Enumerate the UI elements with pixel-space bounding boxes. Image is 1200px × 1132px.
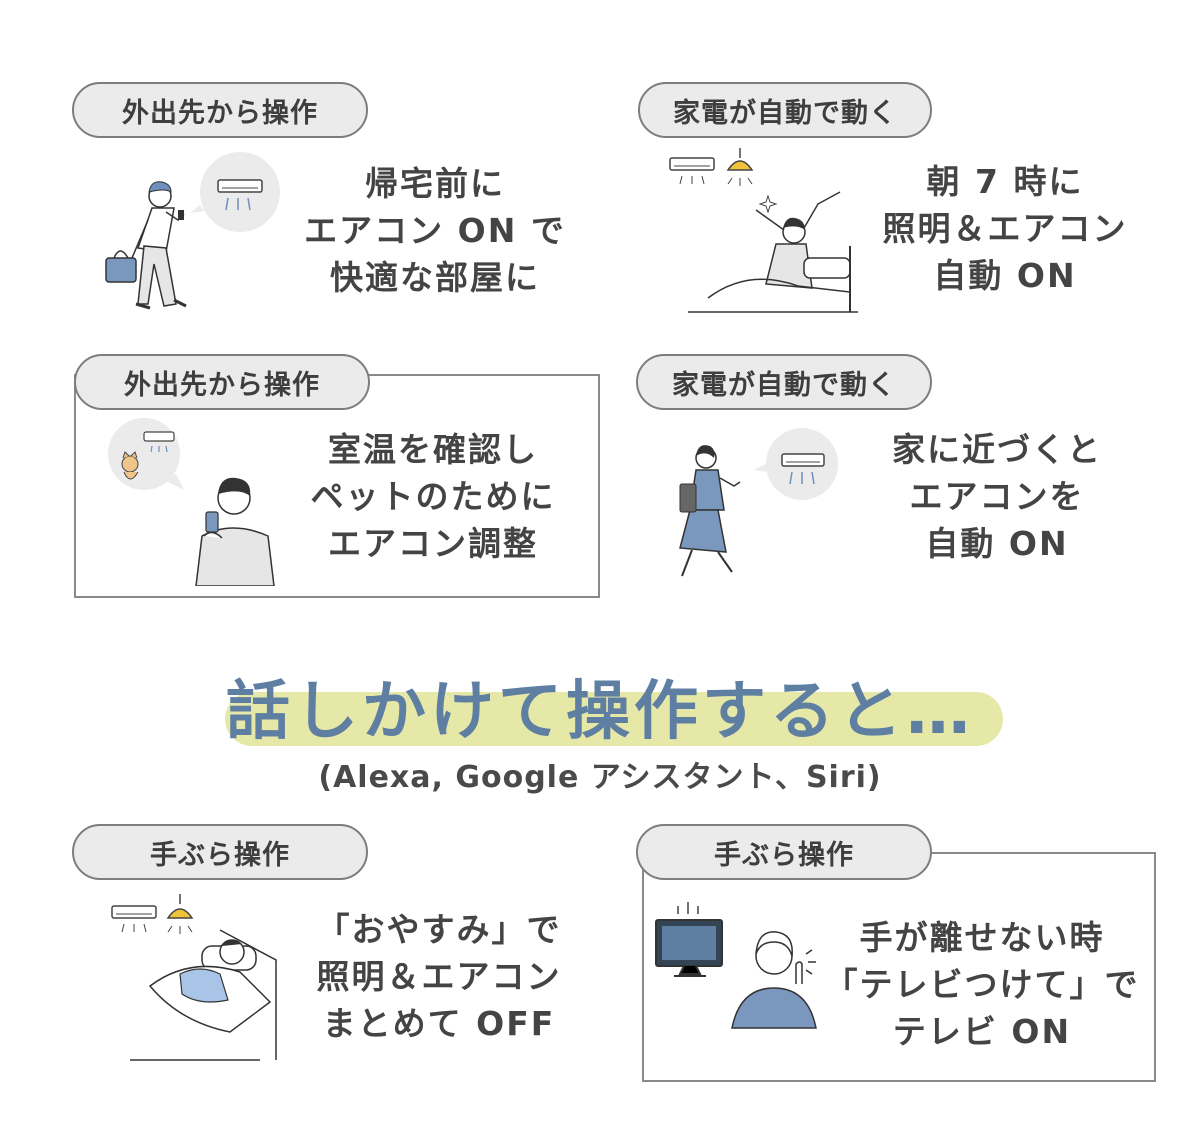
- card-pet-aircon: 外出先から操作 室温を確認し ペットのために エアコン調整: [0, 340, 600, 610]
- category-tag: 外出先から操作: [72, 82, 368, 138]
- card-description: 帰宅前に エアコン ON で 快適な部屋に: [304, 164, 566, 297]
- voice-headline: 話しかけて操作すると…: [0, 660, 1200, 760]
- category-tag: 外出先から操作: [74, 354, 370, 410]
- card-remote-aircon: 外出先から操作 帰宅前に エアコン ON で 快適な部屋に: [0, 0, 600, 330]
- card-auto-morning: 家電が自動で動く 朝 7 時に 照明＆エアコン 自動 ON: [600, 0, 1200, 330]
- category-tag: 家電が自動で動く: [636, 354, 932, 410]
- card-tv-voice: 手ぶら操作 手が離せない時 「テレビつけて」で テレビ ON: [600, 810, 1200, 1090]
- card-description: 家に近づくと エアコンを 自動 ON: [892, 430, 1102, 563]
- ceiling-light-icon: [726, 160, 754, 171]
- card-description: 手が離せない時 「テレビつけて」で テレビ ON: [824, 918, 1140, 1051]
- headline-text: 話しかけて操作すると…: [226, 675, 974, 749]
- category-tag: 手ぶら操作: [636, 824, 932, 880]
- woman-walking-illustration: [679, 428, 838, 577]
- category-tag: 家電が自動で動く: [638, 82, 932, 138]
- cat-icon: [121, 455, 139, 473]
- aircon-icon: [111, 905, 157, 919]
- card-description: 「おやすみ」で 照明＆エアコン まとめて OFF: [316, 910, 562, 1043]
- ceiling-light-icon: [166, 908, 194, 919]
- card-goodnight: 手ぶら操作 「おやすみ」で 照明＆エアコン まとめて OFF: [0, 810, 600, 1090]
- headline-highlight: [225, 692, 1003, 746]
- assistant-list: (Alexa, Google アシスタント、Siri): [318, 760, 882, 795]
- person-phone-cat-illustration: [108, 418, 275, 586]
- person-sleeping-illustration: [111, 894, 277, 1061]
- woman-speaking-tv-illustration: [655, 902, 817, 1029]
- aircon-icon: [669, 157, 715, 171]
- aircon-icon: [217, 179, 263, 193]
- person-waking-up-illustration: [669, 148, 858, 313]
- category-tag: 手ぶら操作: [72, 824, 368, 880]
- person-walking-phone-illustration: [105, 152, 280, 310]
- aircon-icon: [143, 431, 175, 442]
- card-description: 室温を確認し ペットのために エアコン調整: [310, 430, 556, 563]
- card-description: 朝 7 時に 照明＆エアコン 自動 ON: [882, 162, 1128, 295]
- card-frame: [642, 852, 1156, 1082]
- aircon-icon: [781, 453, 825, 467]
- card-auto-approach: 家電が自動で動く 家に近づくと エアコンを 自動 ON: [600, 340, 1200, 610]
